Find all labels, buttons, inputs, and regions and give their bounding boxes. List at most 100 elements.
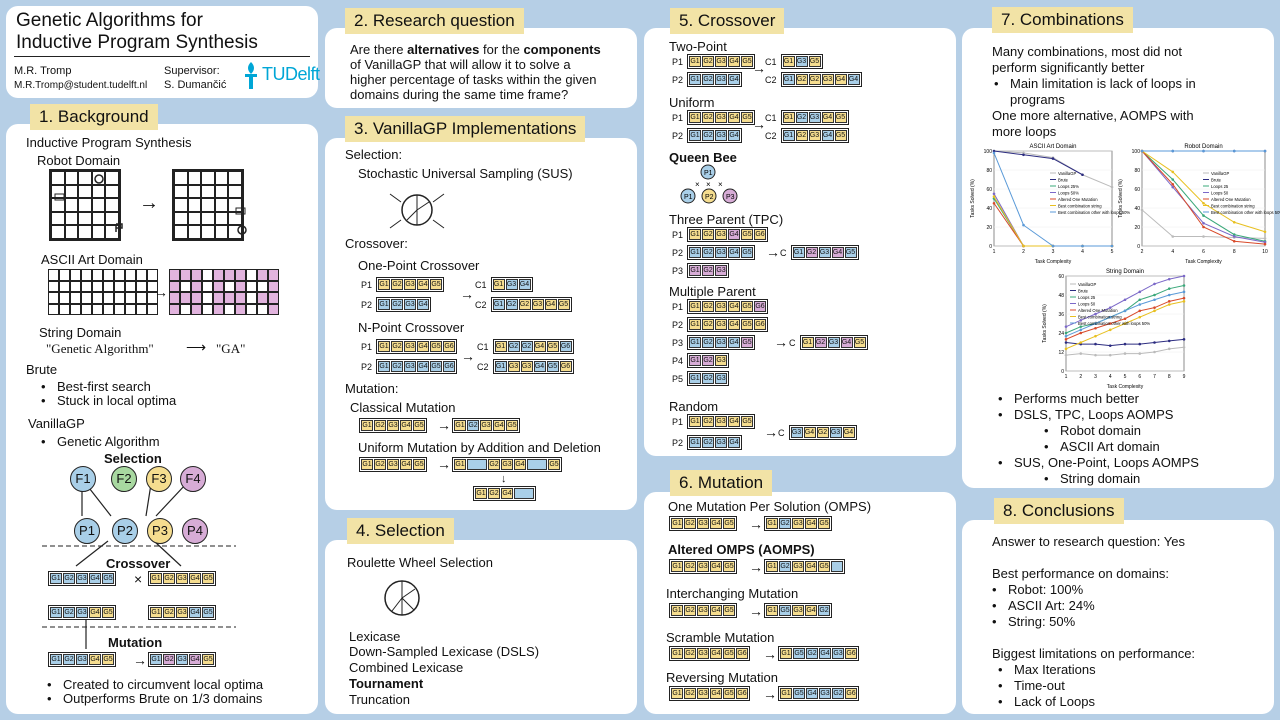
grid-cell <box>114 280 125 292</box>
x-tick-label: 5 <box>1124 374 1127 380</box>
grid-cell <box>174 171 188 185</box>
string-example-input: "Genetic Algorithm" <box>46 341 154 356</box>
grid-cell <box>235 303 246 315</box>
grid-cell <box>214 211 229 226</box>
grid-cell <box>224 269 235 281</box>
tudelft-flame-icon <box>245 62 257 89</box>
y-tick-label: 40 <box>1134 206 1140 212</box>
vanillagp-point-1: Genetic Algorithm <box>41 434 160 449</box>
vanilla-impl-header: 3. VanillaGP Implementations <box>345 116 586 142</box>
grid-cell <box>169 280 180 292</box>
poster-title-line2: Inductive Program Synthesis <box>16 32 258 53</box>
y-tick-label: 36 <box>1058 312 1064 318</box>
grid-cell <box>213 269 224 281</box>
impl-mutation-label: Mutation: <box>345 381 399 396</box>
grid-cell <box>213 303 224 315</box>
legend-label: Best combination other with loops 50% <box>1058 210 1130 215</box>
data-point <box>1138 303 1142 306</box>
ga-selection-label: Selection <box>104 451 162 466</box>
grid-cell <box>180 269 191 281</box>
data-point <box>1171 235 1175 238</box>
legend-label: VanillaGP <box>1058 171 1077 176</box>
grid-cell <box>64 184 79 199</box>
data-point <box>1263 240 1267 244</box>
y-tick-label: 48 <box>1058 293 1064 299</box>
grid-cell <box>235 280 246 292</box>
legend-label: Loops 25 <box>1211 184 1229 189</box>
grid-cell <box>174 198 188 212</box>
robot-domain-label: Robot Domain <box>37 153 121 168</box>
data-point <box>1138 352 1142 355</box>
robot-arrow: → <box>139 192 159 214</box>
grid-cell <box>224 292 235 304</box>
multiple-parent-label: Multiple Parent <box>669 284 756 299</box>
grid-cell <box>174 184 188 199</box>
grid-cell <box>78 211 92 226</box>
y-axis-label: Tasks Solved (%) <box>1118 179 1124 218</box>
research-line-3: higher percentage of tasks within the gi… <box>350 72 597 87</box>
string-example-output: "GA" <box>216 341 246 356</box>
legend-label: VanillaGP <box>1078 282 1097 287</box>
grid-cell <box>64 211 79 226</box>
grid-cell <box>201 171 215 185</box>
data-point <box>1202 201 1205 205</box>
grid-cell <box>103 303 114 315</box>
grid-cell <box>257 280 268 292</box>
legend-label: Altered One Mutation <box>1078 308 1118 313</box>
grid-cell <box>201 211 215 226</box>
comb-intro-2: perform significantly better <box>992 60 1145 75</box>
grid-cell <box>91 198 106 212</box>
data-point <box>1153 298 1156 302</box>
data-point <box>992 192 996 196</box>
grid-cell <box>114 292 125 304</box>
vanillagp-label: VanillaGP <box>28 416 85 431</box>
grid-cell <box>81 280 92 292</box>
data-point <box>1110 244 1114 248</box>
grid-cell <box>187 211 202 226</box>
research-line-2: of VanillaGP that will allow it to solve… <box>350 57 571 72</box>
ips-subtitle: Inductive Program Synthesis <box>26 135 192 150</box>
grid-cell <box>147 269 158 281</box>
comb-result-5: SUS, One-Point, Loops AOMPS <box>998 455 1199 470</box>
grid-cell <box>246 303 257 315</box>
svg-text:×: × <box>718 180 723 189</box>
legend-label: Best combination string <box>1058 203 1102 208</box>
x-axis-label: Task Complexity <box>1185 259 1222 265</box>
grid-cell <box>228 225 242 239</box>
grid-cell <box>169 303 180 315</box>
data-point <box>1182 338 1186 341</box>
data-point <box>1263 242 1267 246</box>
x-tick-label: 10 <box>1262 249 1268 255</box>
data-point <box>1022 223 1025 227</box>
research-panel: Are there alternatives for the component… <box>325 28 637 108</box>
data-point <box>1138 309 1142 313</box>
grid-cell <box>78 225 92 239</box>
grid-cell <box>51 211 65 226</box>
data-point <box>1167 277 1171 281</box>
data-point <box>1171 182 1175 186</box>
data-point <box>1051 157 1055 160</box>
data-point <box>1202 225 1205 229</box>
data-point <box>1182 284 1186 287</box>
data-point <box>1232 235 1236 238</box>
data-point <box>1232 233 1236 236</box>
grid-cell <box>48 292 59 304</box>
comb-result-2: DSLS, TPC, Loops AOMPS <box>998 407 1173 422</box>
grid-cell <box>187 171 202 185</box>
data-point <box>1022 244 1025 248</box>
grid-cell <box>91 225 106 239</box>
x-tick-label: 8 <box>1168 374 1171 380</box>
scramble-arrow: → <box>763 646 777 662</box>
comb-more-1: One more alternative, AOMPS with <box>992 108 1194 123</box>
selection-item-5: Truncation <box>349 692 410 707</box>
author-email: M.R.Tromp@student.tudelft.nl <box>14 80 148 91</box>
comb-result-6: String domain <box>1044 471 1140 486</box>
